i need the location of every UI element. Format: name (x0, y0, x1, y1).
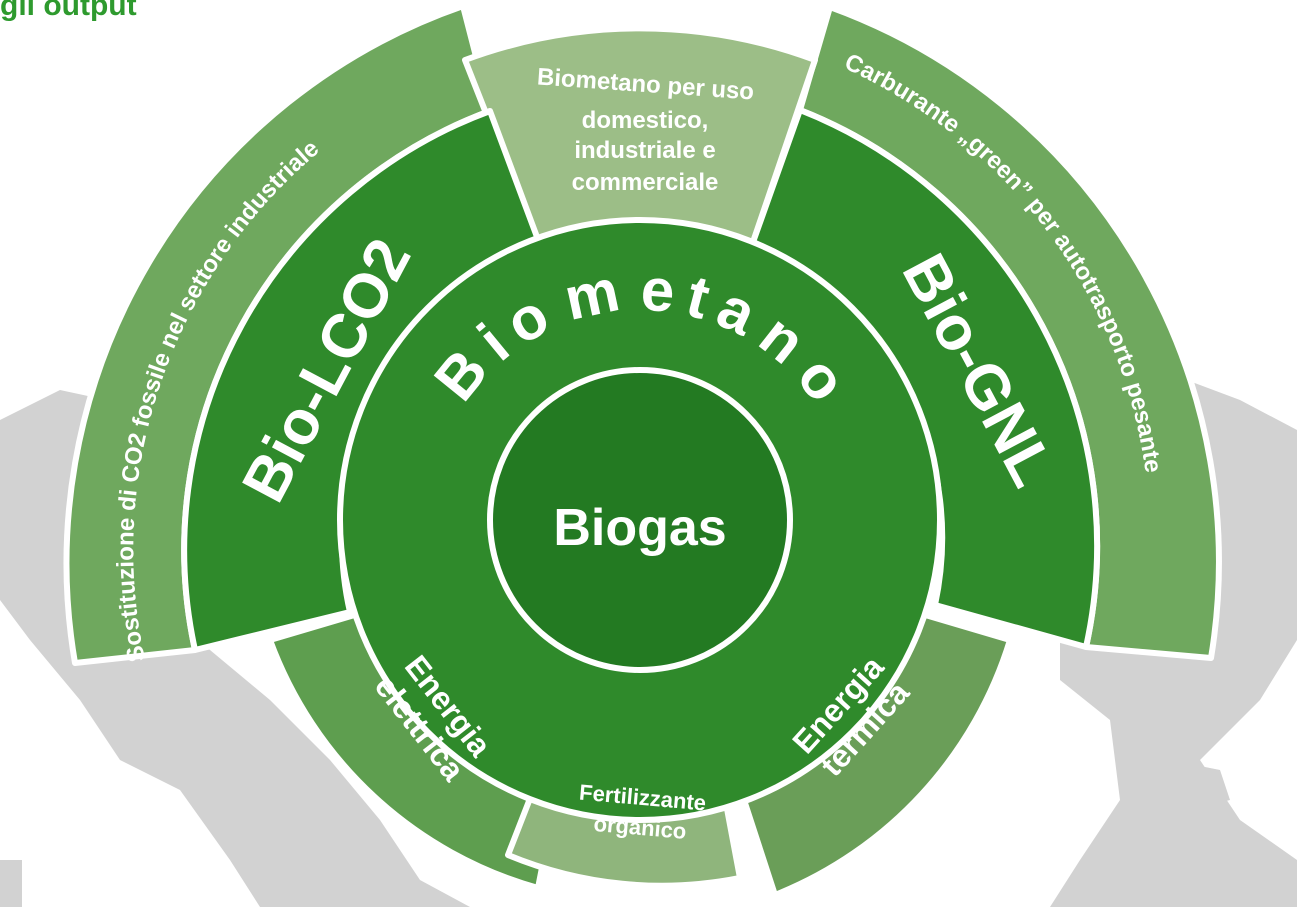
top-use-line-3: industriale e (574, 137, 715, 164)
biogas-center (487, 367, 793, 673)
map-shape-islands (1170, 760, 1230, 810)
page-title: gli output (0, 0, 137, 22)
top-use-line-2: domestico, (582, 107, 709, 134)
map-shape-corner (0, 860, 22, 907)
top-use-line-4: commerciale (572, 169, 719, 196)
biogas-label: Biogas (553, 499, 726, 557)
